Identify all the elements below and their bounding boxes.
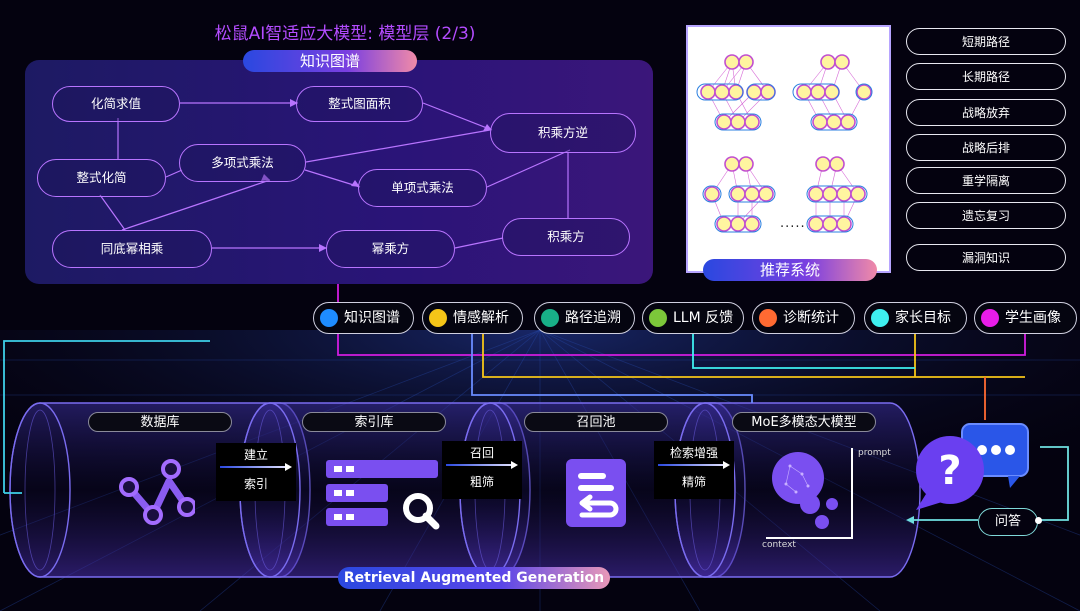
source-emotion-analysis[interactable]: 情感解析 [422,302,523,334]
kg-node-polynomial-multiply[interactable]: 多项式乘法 [179,144,306,182]
source-llm-feedback[interactable]: LLM 反馈 [642,302,744,334]
qa-arrow-icon [906,516,914,524]
arrow-icon [216,463,296,471]
strategy-abandon[interactable]: 战略放弃 [906,99,1066,126]
stage-recall-pool: 召回池 [524,412,668,432]
recall-pool-icon [566,459,626,527]
source-diagnostic-stats[interactable]: 诊断统计 [752,302,855,334]
rag-title: Retrieval Augmented Generation [338,567,610,589]
source-dot-icon [981,309,999,327]
source-parent-goals[interactable]: 家长目标 [864,302,967,334]
kg-node-simplify-evaluate[interactable]: 化简求值 [52,86,180,122]
svg-text:?: ? [938,448,961,494]
step-build-index: 建立 索引 [216,443,296,501]
source-dot-icon [871,309,889,327]
knowledge-graph-title: 知识图谱 [243,50,417,72]
step-recall-filter: 召回 粗筛 [442,441,522,499]
strategy-forget-review[interactable]: 遗忘复习 [906,202,1066,229]
recommendation-ellipsis: ..... [780,216,806,231]
kg-node-power-of-power[interactable]: 幂乘方 [326,230,455,268]
index-search-icon [326,460,440,530]
stage-index: 索引库 [302,412,446,432]
arrow-icon [442,461,522,469]
qa-button[interactable]: 问答 [978,508,1038,536]
strategy-relearn-isolate[interactable]: 重学隔离 [906,167,1066,194]
source-knowledge-graph[interactable]: 知识图谱 [313,302,414,334]
neural-network-graphics [696,54,873,233]
kg-node-same-base-power[interactable]: 同底幂相乘 [52,230,212,268]
stage-moe-model: MoE多模态大模型 [732,412,876,432]
kg-node-product-power-inverse[interactable]: 积乘方逆 [490,113,636,153]
source-path-trace[interactable]: 路径追溯 [534,302,635,334]
source-dot-icon [759,309,777,327]
step-retrieval-augment: 检索增强 精筛 [654,441,734,499]
database-graph-icon [119,459,195,525]
prompt-label: prompt [858,448,891,458]
moe-brain-icon [766,448,853,539]
stage-database: 数据库 [88,412,232,432]
context-label: context [762,540,796,550]
kg-node-monomial-multiply[interactable]: 单项式乘法 [358,169,487,207]
kg-node-product-power[interactable]: 积乘方 [502,218,630,256]
source-dot-icon [320,309,338,327]
strategy-short-path[interactable]: 短期路径 [906,28,1066,55]
strategy-gap-knowledge[interactable]: 漏洞知识 [906,244,1066,271]
kg-edges [99,99,571,252]
source-dot-icon [541,309,559,327]
question-chat-icon: ? [916,423,1029,510]
strategy-defer[interactable]: 战略后排 [906,134,1066,161]
strategy-long-path[interactable]: 长期路径 [906,63,1066,90]
source-student-profile[interactable]: 学生画像 [974,302,1077,334]
page-title: 松鼠AI智适应大模型: 模型层 (2/3) [214,24,476,44]
recommendation-title: 推荐系统 [703,259,877,281]
kg-node-polynomial-area[interactable]: 整式图面积 [296,86,423,122]
qa-connector-dot [1035,517,1042,524]
source-dot-icon [649,309,667,327]
kg-node-polynomial-simplify[interactable]: 整式化简 [37,159,166,197]
arrow-icon [654,461,734,469]
source-dot-icon [429,309,447,327]
